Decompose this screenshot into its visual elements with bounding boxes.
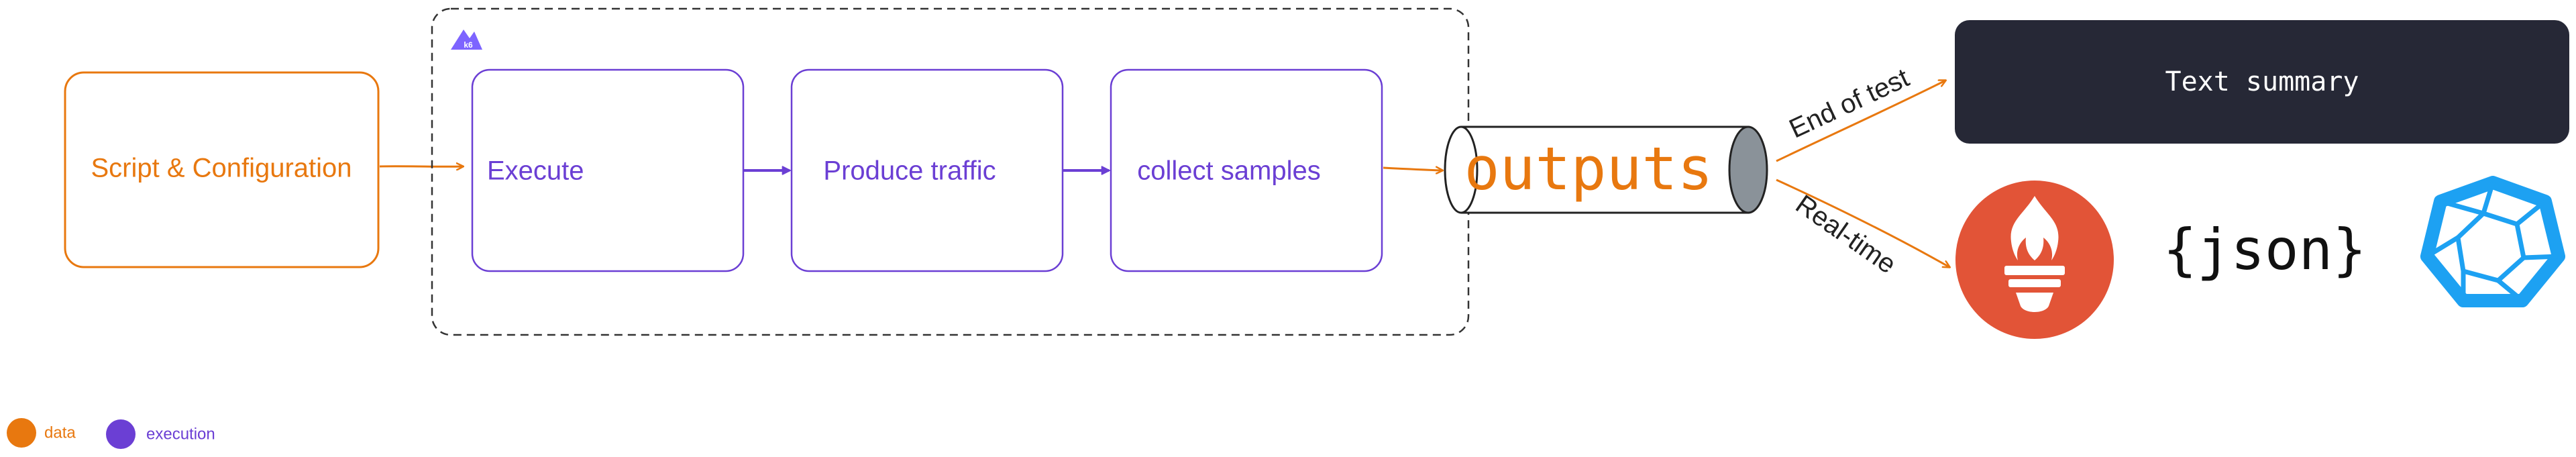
arrow-end-of-test xyxy=(1776,81,1945,162)
json-logo-text: {json} xyxy=(2163,217,2366,283)
arrow-real-time xyxy=(1776,179,1949,267)
legend-swatch-execution xyxy=(106,419,136,449)
legend-item-execution: execution xyxy=(106,419,215,449)
text-summary-node: Text summary xyxy=(1955,20,2569,144)
execute-label: Execute xyxy=(487,156,584,186)
script-config-label: Script & Configuration xyxy=(91,154,352,183)
produce-traffic-label: Produce traffic xyxy=(823,156,996,186)
legend-item-data: data xyxy=(7,418,76,448)
produce-traffic-node: Produce traffic xyxy=(790,68,1064,272)
text-summary-label: Text summary xyxy=(2165,66,2359,97)
k6-logo-text: k6 xyxy=(464,40,473,50)
outputs-pipe: outputs xyxy=(1444,125,1768,214)
legend-label-data: data xyxy=(44,423,76,442)
execute-node: Execute xyxy=(471,68,745,272)
end-of-test-label: End of test xyxy=(1785,63,1914,144)
collect-samples-node: collect samples xyxy=(1110,68,1383,272)
k6-logo-icon: k6 xyxy=(451,30,482,50)
outputs-label: outputs xyxy=(1464,134,1713,203)
legend: data execution xyxy=(7,418,215,449)
prometheus-icon xyxy=(1955,181,2114,339)
arrow-collect-to-outputs xyxy=(1383,168,1442,170)
script-config-node: Script & Configuration xyxy=(64,71,380,268)
legend-swatch-data xyxy=(7,418,36,448)
json-icon: {json} xyxy=(2163,217,2366,283)
real-time-label: Real-time xyxy=(1790,189,1901,279)
legend-label-execution: execution xyxy=(146,425,215,443)
arrow-script-to-execute xyxy=(379,166,463,167)
collect-samples-label: collect samples xyxy=(1137,156,1320,186)
polyhedron-icon xyxy=(2420,176,2565,307)
